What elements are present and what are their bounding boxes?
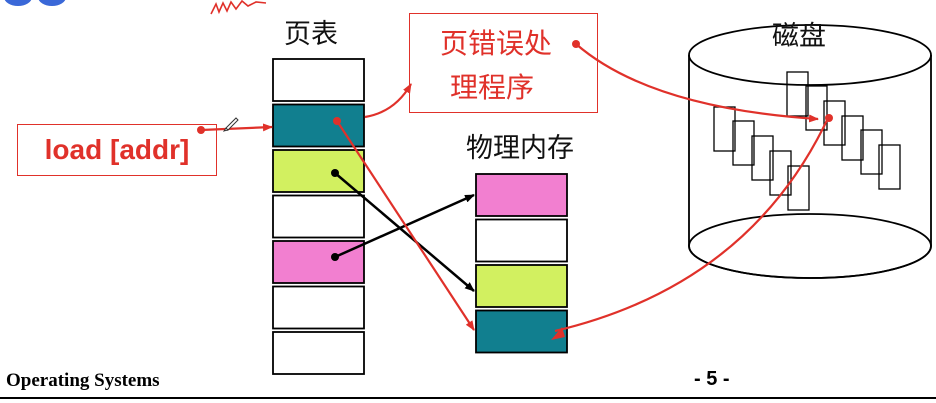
handwritten-scribble [210, 0, 267, 15]
page-table-title: 页表 [284, 19, 338, 50]
footer-divider [0, 397, 936, 399]
disk-block [841, 115, 864, 161]
disk-title: 磁盘 [772, 21, 826, 52]
mapping-arrow-lime-to-frame [334, 172, 475, 292]
arrow-origin-dot [331, 169, 339, 177]
corner-logo-fragment [4, 0, 66, 6]
arrow-origin-dot [333, 117, 341, 125]
arrow-origin-dot [825, 114, 833, 122]
arrow-page-table-entry-to-frame [336, 120, 475, 331]
course-title: Operating Systems [6, 370, 160, 391]
disk-block [786, 71, 809, 117]
page-table-entry-white [272, 285, 365, 330]
memory-frame-pink [475, 173, 568, 217]
page-table-entry-white [272, 58, 365, 102]
disk-block [878, 144, 901, 190]
disk-block [860, 129, 883, 175]
disk-block [787, 165, 810, 211]
arrow-origin-dot [331, 253, 339, 261]
disk-blocks [713, 71, 901, 211]
page-fault-handler-line1: 页错误处 [440, 27, 553, 60]
disk-block [713, 106, 736, 152]
page-table-entry-pink [272, 240, 365, 284]
load-instruction: load [addr] [44, 134, 190, 165]
arrow-disk-to-frame [554, 115, 830, 333]
arrow-page-table-to-fault-handler [364, 83, 412, 119]
pen-cursor-icon [222, 117, 239, 132]
mapping-arrow-pink-to-frame [334, 193, 475, 259]
arrow-load-to-page-table [200, 123, 273, 132]
page-table [272, 58, 365, 375]
disk-block [751, 135, 774, 181]
disk-block [823, 100, 846, 146]
arrow-origin-dot [572, 40, 580, 48]
physical-memory-title: 物理内存 [466, 133, 574, 164]
page-number: - 5 - [694, 368, 730, 390]
page-fault-handler-line2: 理程序 [450, 71, 535, 104]
page-table-entry-white [272, 331, 365, 375]
page-table-entry-white [272, 194, 365, 239]
load-instruction-box: load [addr] [17, 124, 217, 176]
disk-block [732, 120, 755, 166]
page-fault-handler-box: 页错误处 理程序 [409, 13, 598, 113]
disk-cylinder [688, 24, 932, 279]
arrow-fault-handler-to-disk [575, 43, 819, 123]
memory-frame-white [475, 218, 568, 263]
physical-memory [475, 173, 568, 354]
arrow-origin-dot [197, 126, 205, 134]
arrow-disk-to-frame-head [551, 327, 565, 340]
memory-frame-teal [475, 309, 568, 354]
memory-frame-lime [475, 264, 568, 308]
disk-block [805, 85, 828, 131]
